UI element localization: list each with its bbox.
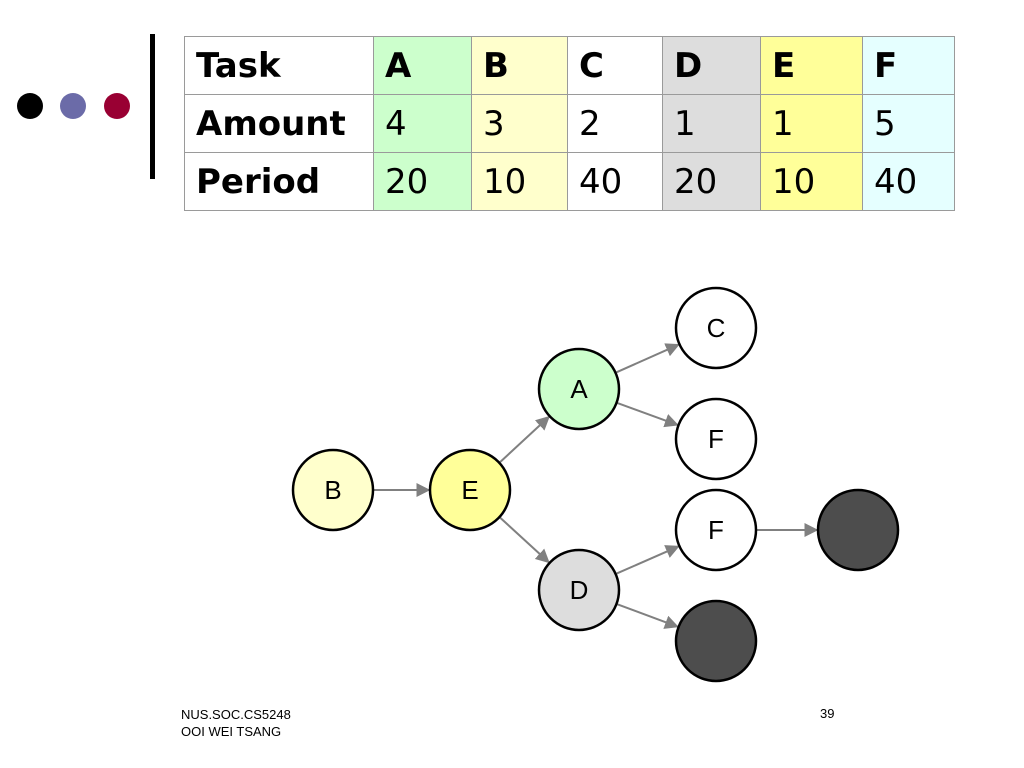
node-c-n5: C <box>674 286 758 370</box>
edge-n4-n9 <box>617 603 679 629</box>
node-circle <box>428 448 512 532</box>
amount-row: Amount 4 3 2 1 1 5 <box>184 94 955 153</box>
footer-credit: NUS.SOC.CS5248 OOI WEI TSANG <box>181 706 291 740</box>
edge-n4-n7 <box>616 545 680 575</box>
diagram-nodes: B E A D C F F <box>291 286 900 683</box>
node-label: D <box>570 575 589 605</box>
period-cell-e: 10 <box>760 152 863 211</box>
amount-cell-f: 5 <box>862 94 955 153</box>
page-number: 39 <box>820 706 835 721</box>
node-circle <box>816 488 900 572</box>
task-row-label: Task <box>184 36 374 95</box>
node-e-n2: E <box>428 448 512 532</box>
period-row-label: Period <box>184 152 374 211</box>
node-circle <box>537 347 621 431</box>
node-label: A <box>570 374 588 404</box>
edge-n3-n6 <box>617 402 679 428</box>
edge-n2-n4 <box>499 516 550 564</box>
node-circle <box>674 397 758 481</box>
node-circle <box>674 286 758 370</box>
node-label: B <box>324 475 341 505</box>
period-cell-b: 10 <box>471 152 568 211</box>
node-b-n1: B <box>291 448 375 532</box>
node-filled-n8 <box>816 488 900 572</box>
node-d-n4: D <box>537 548 621 632</box>
task-table: Task A B C D E F Amount 4 3 2 1 1 5 Peri… <box>184 36 955 211</box>
footer-course: NUS.SOC.CS5248 <box>181 707 291 722</box>
node-label: F <box>708 515 724 545</box>
node-f-n7: F <box>674 488 758 572</box>
amount-row-label: Amount <box>184 94 374 153</box>
task-cell-c: C <box>567 36 663 95</box>
amount-cell-d: 1 <box>662 94 761 153</box>
decor-dot-black <box>17 93 43 119</box>
node-circle <box>674 488 758 572</box>
task-row: Task A B C D E F <box>184 36 955 95</box>
edge-n2-n3 <box>499 415 550 463</box>
node-label: F <box>708 424 724 454</box>
decor-dot-purple <box>60 93 86 119</box>
edge-n3-n5 <box>616 343 680 374</box>
task-cell-f: F <box>862 36 955 95</box>
node-circle <box>674 599 758 683</box>
amount-cell-a: 4 <box>373 94 472 153</box>
node-a-n3: A <box>537 347 621 431</box>
node-filled-n9 <box>674 599 758 683</box>
period-cell-a: 20 <box>373 152 472 211</box>
node-circle <box>291 448 375 532</box>
task-cell-e: E <box>760 36 863 95</box>
node-label: C <box>707 313 726 343</box>
node-label: E <box>461 475 478 505</box>
task-cell-b: B <box>471 36 568 95</box>
amount-cell-b: 3 <box>471 94 568 153</box>
period-cell-d: 20 <box>662 152 761 211</box>
decor-dot-red <box>104 93 130 119</box>
footer-author: OOI WEI TSANG <box>181 724 282 739</box>
amount-cell-c: 2 <box>567 94 663 153</box>
period-cell-f: 40 <box>862 152 955 211</box>
task-cell-a: A <box>373 36 472 95</box>
task-cell-d: D <box>662 36 761 95</box>
node-circle <box>537 548 621 632</box>
diagram-edges <box>374 343 819 629</box>
period-row: Period 20 10 40 20 10 40 <box>184 152 955 211</box>
title-divider-bar <box>150 34 155 179</box>
node-f-n6: F <box>674 397 758 481</box>
